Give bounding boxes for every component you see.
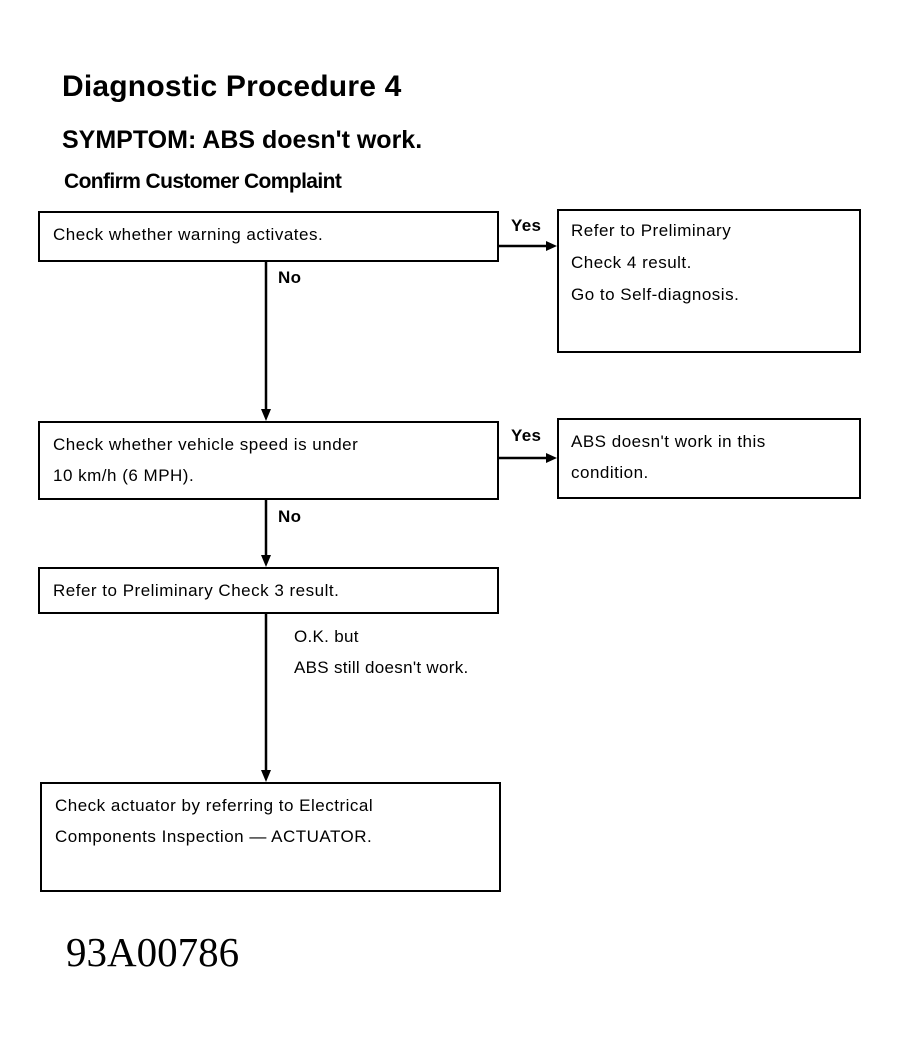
symptom-heading: SYMPTOM: ABS doesn't work. (62, 126, 423, 154)
edge-label-ok-line-1: O.K. but (294, 627, 359, 646)
box-check-speed-line-1: Check whether vehicle speed is under (53, 435, 359, 454)
box-check-warning: Check whether warning activates. (38, 211, 499, 262)
box-refer-prelim-4-line-2: Check 4 result. (571, 253, 692, 272)
edge-label-ok-line-2: ABS still doesn't work. (294, 658, 469, 677)
box-refer-prelim-4-line-1: Refer to Preliminary (571, 221, 732, 240)
box-abs-condition-line-1: ABS doesn't work in this (571, 432, 766, 451)
arrowhead-ok (261, 770, 271, 782)
box-refer-prelim-4-line-3: Go to Self-diagnosis. (571, 285, 740, 304)
arrowhead-no-1 (261, 409, 271, 421)
arrowhead-yes-2 (546, 453, 557, 463)
box-abs-condition-line-2: condition. (571, 463, 649, 482)
box-refer-prelim-3: Refer to Preliminary Check 3 result. (38, 567, 499, 614)
box-check-warning-line-1: Check whether warning activates. (53, 225, 324, 244)
arrowhead-yes-1 (546, 241, 557, 251)
box-check-actuator-line-1: Check actuator by referring to Electrica… (55, 796, 374, 815)
box-check-actuator-line-2: Components Inspection — ACTUATOR. (55, 827, 373, 846)
edge-label-no-2: No (278, 507, 302, 526)
box-check-speed-line-2: 10 km/h (6 MPH). (53, 466, 195, 485)
edge-label-yes-1: Yes (511, 216, 542, 235)
box-refer-prelim-3-line-1: Refer to Preliminary Check 3 result. (53, 581, 340, 600)
box-check-actuator: Check actuator by referring to Electrica… (40, 782, 501, 892)
edge-label-yes-2: Yes (511, 426, 542, 445)
figure-id: 93A00786 (66, 929, 240, 975)
box-check-speed: Check whether vehicle speed is under 10 … (38, 421, 499, 500)
arrowhead-no-2 (261, 555, 271, 567)
page-title: Diagnostic Procedure 4 (62, 70, 402, 103)
confirm-subheading: Confirm Customer Complaint (64, 170, 342, 193)
box-abs-condition: ABS doesn't work in this condition. (557, 418, 861, 499)
edge-label-no-1: No (278, 268, 302, 287)
box-refer-prelim-4: Refer to Preliminary Check 4 result. Go … (557, 209, 861, 353)
